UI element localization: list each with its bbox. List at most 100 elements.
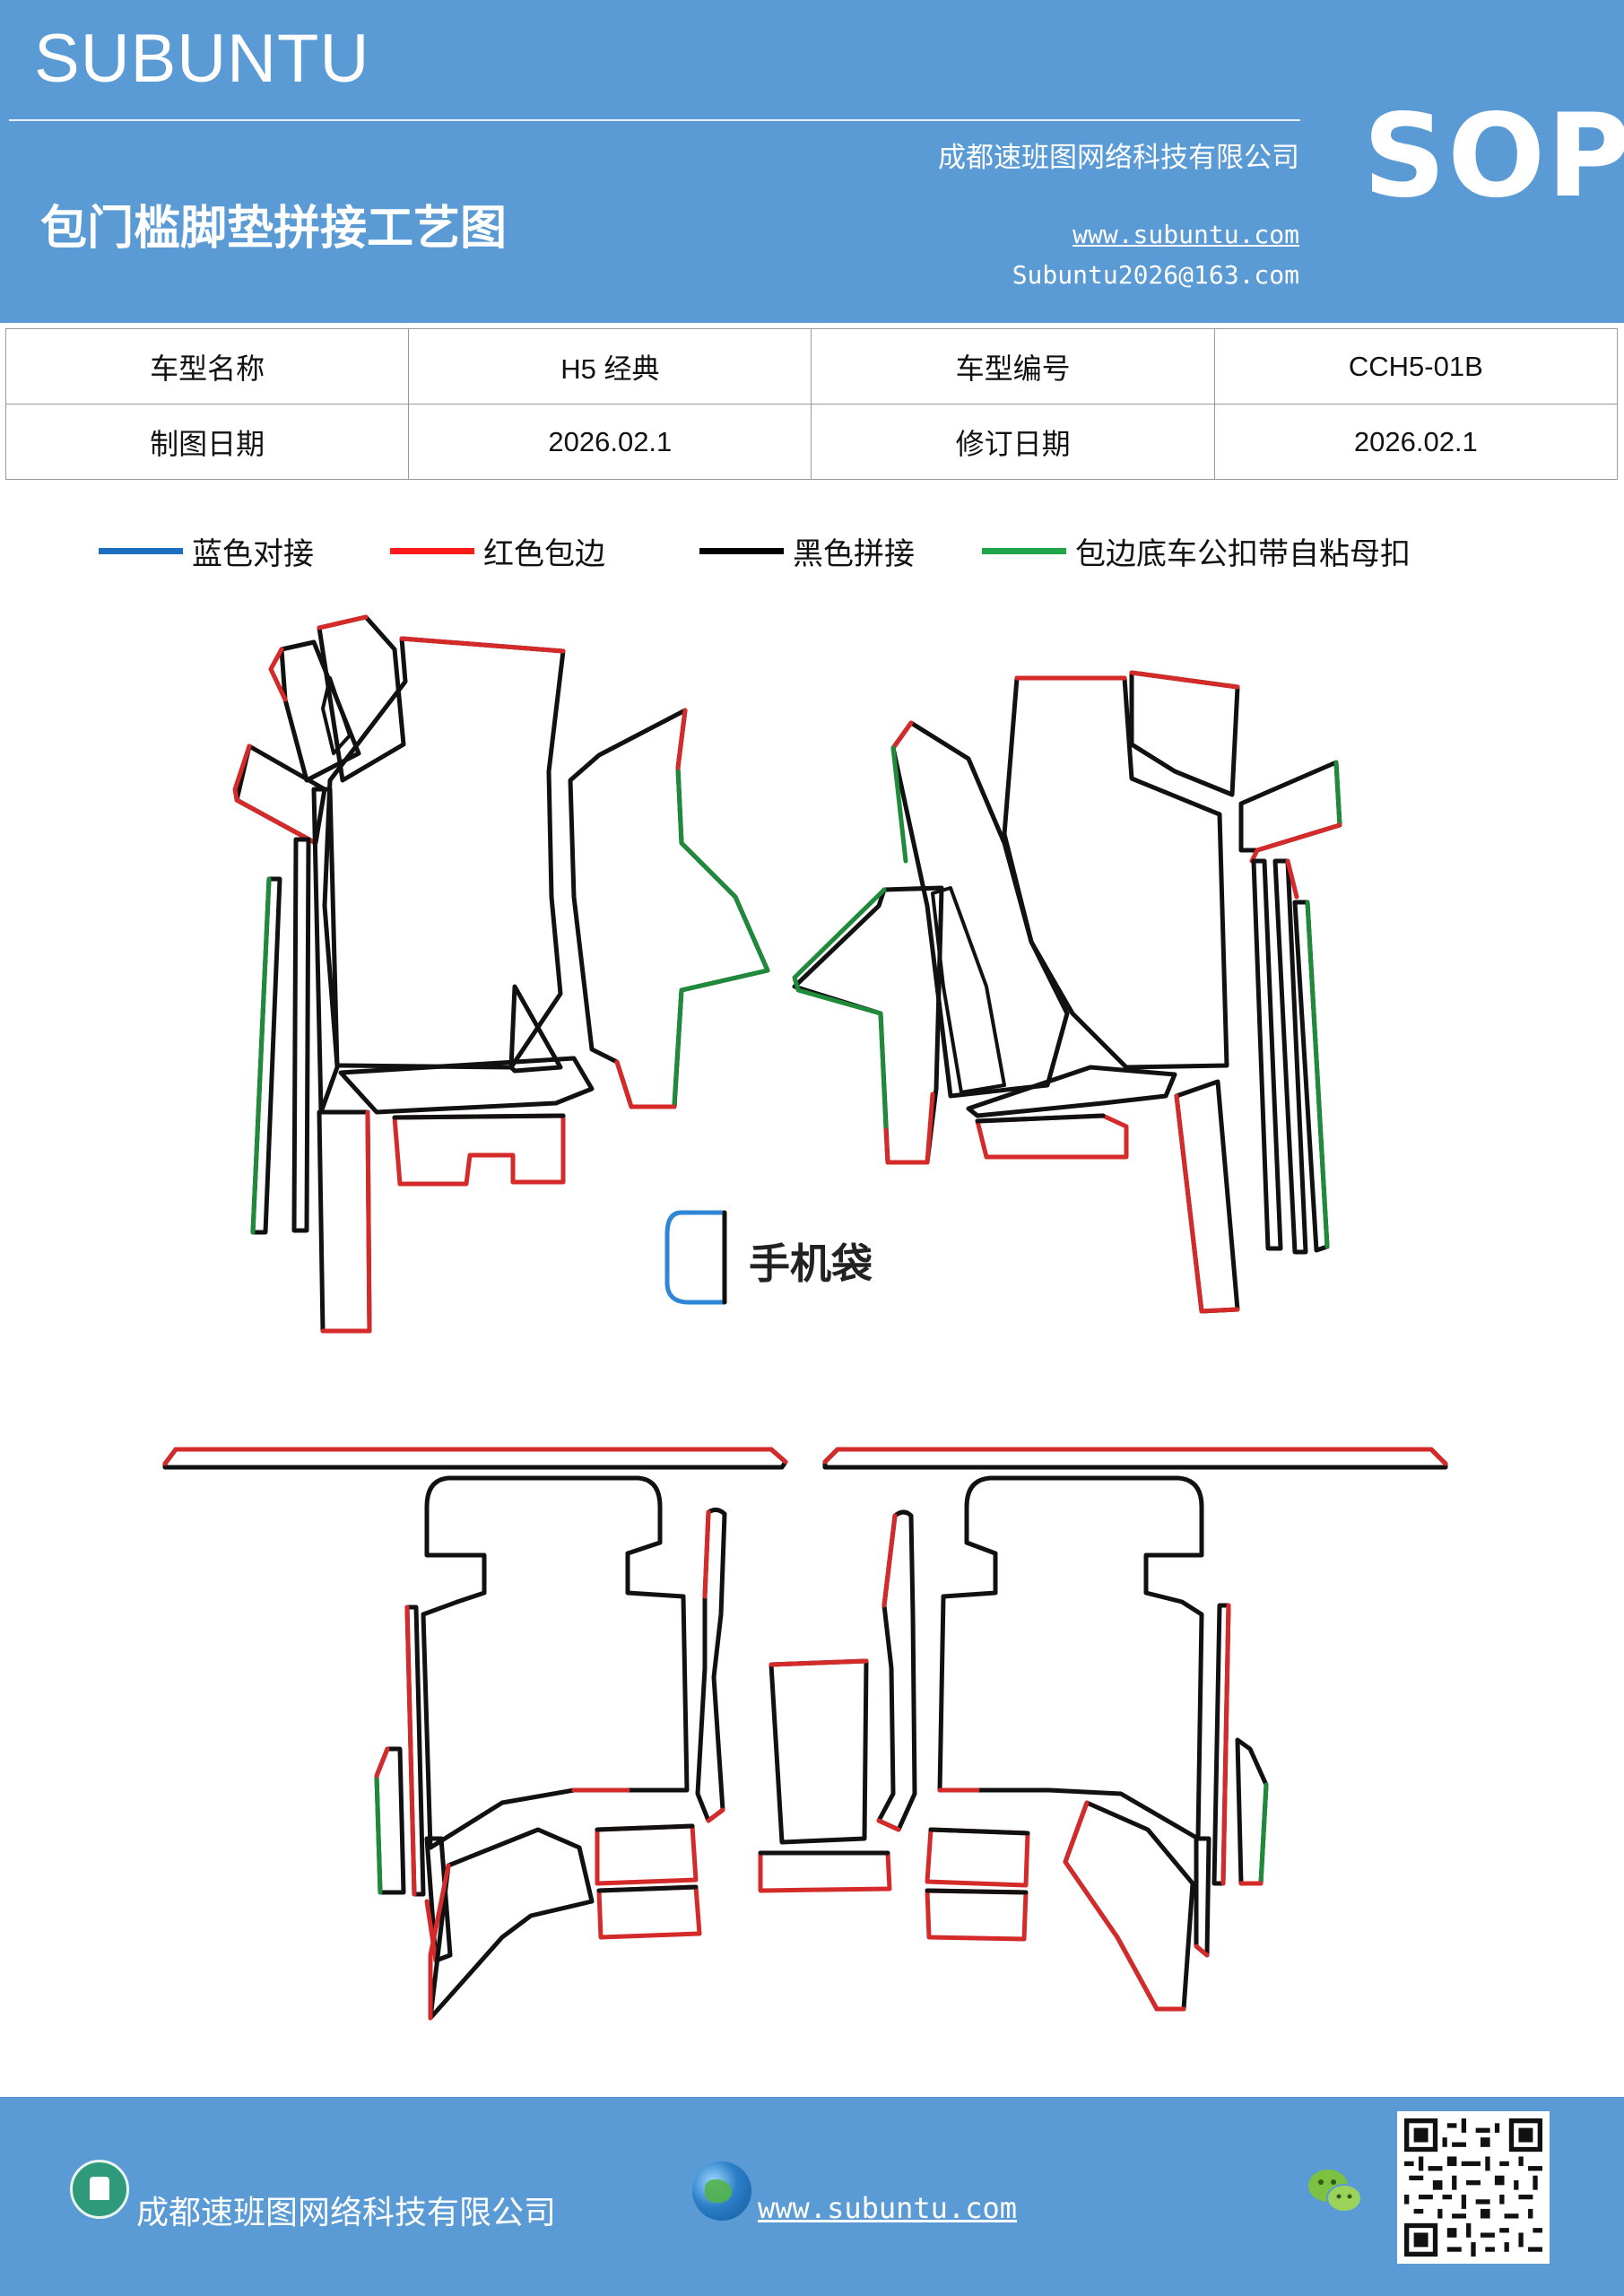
mat-piece xyxy=(876,1509,917,1832)
mat-piece xyxy=(890,720,1070,1099)
footer-website-link[interactable]: www.subuntu.com xyxy=(758,2191,1017,2225)
qr-code xyxy=(1397,2111,1550,2264)
model-name-value: H5 经典 xyxy=(408,328,812,404)
table-row: 车型名称 H5 经典 车型编号 CCH5-01B xyxy=(4,328,1619,404)
legend-swatch-blue xyxy=(99,548,183,554)
mat-edge-green xyxy=(250,876,272,1235)
mat-edge-red xyxy=(1194,1944,1210,1958)
mat-piece xyxy=(321,676,352,755)
mat-edge-black xyxy=(392,1113,566,1120)
mat-edge-red xyxy=(399,636,566,654)
mat-piece xyxy=(1272,858,1308,1255)
legend-swatch-black xyxy=(699,548,784,554)
legend-label: 蓝色对接 xyxy=(192,536,314,572)
mat-piece xyxy=(428,1827,595,2021)
mat-edge-green xyxy=(1305,900,1330,1249)
mat-edge-red xyxy=(883,1091,935,1165)
table-row: 制图日期 2026.02.1 修订日期 2026.02.1 xyxy=(4,404,1619,480)
mat-edge-red xyxy=(876,1513,901,1832)
drawing-date-value: 2026.02.1 xyxy=(408,404,812,480)
mat-edge-red xyxy=(1063,1800,1186,2012)
upper-left-pieces xyxy=(232,614,770,1334)
mat-edge-green xyxy=(1333,760,1342,828)
mat-piece xyxy=(291,837,311,1233)
mat-edge-green xyxy=(792,887,889,1133)
mat-piece xyxy=(1063,1800,1195,2012)
mat-edge-red xyxy=(822,1447,1448,1466)
mat-edge-red xyxy=(374,1746,390,1779)
mat-piece xyxy=(1238,760,1342,853)
mat-edge-red xyxy=(317,614,369,631)
mat-piece xyxy=(424,1836,453,1963)
phone-bag-label: 手机袋 xyxy=(749,1239,873,1288)
mat-edge-red xyxy=(1174,1093,1240,1314)
header-divider xyxy=(9,119,1300,121)
legend-item-red: 红色包边 xyxy=(390,529,605,573)
brand-logo-text: SUBUNTU xyxy=(34,21,370,97)
mat-piece xyxy=(937,1475,1204,1841)
mat-piece xyxy=(925,1888,1029,1942)
mat-piece xyxy=(392,1113,566,1187)
mat-piece xyxy=(596,1884,702,1940)
legend-label: 红色包边 xyxy=(483,536,605,572)
threshold-bar-right xyxy=(822,1447,1448,1470)
legend-item-black: 黑色拼接 xyxy=(699,529,915,573)
mat-piece xyxy=(1129,670,1240,797)
mat-edge-red xyxy=(428,1863,451,2021)
phone-bag-outline xyxy=(664,1210,727,1305)
mat-piece xyxy=(1251,858,1283,1251)
website-link[interactable]: www.subuntu.com xyxy=(1073,220,1299,249)
globe-icon xyxy=(692,2161,751,2221)
mat-edge-red xyxy=(1249,822,1342,864)
email-address: Subuntu2026@163.com xyxy=(1012,260,1299,290)
drawing-date-label: 制图日期 xyxy=(4,404,410,480)
legend-item-green: 包边底车公扣带自粘母扣 xyxy=(982,529,1411,573)
building-icon xyxy=(70,2160,129,2219)
mat-edge-green xyxy=(1258,1782,1269,1886)
legend-swatch-green xyxy=(982,548,1066,554)
mat-edge-red xyxy=(424,1899,439,1963)
mat-piece xyxy=(966,1065,1177,1118)
mat-edge-green xyxy=(374,1773,383,1895)
line-legend: 蓝色对接 红色包边 黑色拼接 包边底车公扣带自粘母扣 xyxy=(0,529,1624,572)
model-code-value: CCH5-01B xyxy=(1213,328,1619,404)
lower-right-pieces xyxy=(876,1475,1269,2012)
mat-edge-red xyxy=(404,1605,417,1897)
mat-piece xyxy=(234,744,327,846)
mat-edge-red xyxy=(1220,1603,1231,1886)
sop-label: SOP xyxy=(1363,90,1624,223)
revision-date-value: 2026.02.1 xyxy=(1213,404,1619,480)
mat-piece xyxy=(1002,675,1229,1070)
mat-piece xyxy=(421,1475,690,1850)
model-name-label: 车型名称 xyxy=(4,328,410,404)
mat-edge-green xyxy=(672,765,770,1106)
mat-piece xyxy=(317,1109,372,1334)
mat-edge-red xyxy=(1129,670,1240,690)
mat-piece xyxy=(508,984,563,1074)
legend-swatch-red xyxy=(390,548,474,554)
mat-piece xyxy=(322,636,566,1070)
revision-date-label: 修订日期 xyxy=(811,404,1215,480)
wechat-icon[interactable] xyxy=(1305,2164,1364,2218)
lower-left-pieces xyxy=(374,1475,727,2021)
document-title: 包门槛脚垫拼接工艺图 xyxy=(40,202,508,256)
mat-edge-red xyxy=(614,708,688,1109)
mat-piece xyxy=(925,1827,1030,1888)
legend-label: 包边底车公扣带自粘母扣 xyxy=(1075,536,1411,572)
legend-item-blue: 蓝色对接 xyxy=(99,529,314,573)
legend-label: 黑色拼接 xyxy=(793,536,915,572)
qr-code-pattern xyxy=(1404,2118,1542,2257)
mat-edge-black xyxy=(928,1827,1030,1836)
mat-edge-red xyxy=(769,1658,869,1667)
upper-right-pieces xyxy=(792,670,1342,1314)
mat-piece xyxy=(695,1507,727,1823)
threshold-bar-left xyxy=(162,1447,788,1470)
header-banner: SUBUNTU SOP 成都速班图网络科技有限公司 包门槛脚垫拼接工艺图 www… xyxy=(0,0,1624,323)
mat-edge-red xyxy=(890,720,914,751)
mat-edge-red xyxy=(162,1447,788,1466)
footer-banner: 成都速班图网络科技有限公司 www.subuntu.com xyxy=(0,2097,1624,2296)
mat-edge-red xyxy=(320,1109,372,1334)
vehicle-info-table: 车型名称 H5 经典 车型编号 CCH5-01B 制图日期 2026.02.1 … xyxy=(4,328,1619,480)
footer-company-name: 成都速班图网络科技有限公司 xyxy=(136,2195,557,2231)
mat-piece xyxy=(595,1823,699,1886)
